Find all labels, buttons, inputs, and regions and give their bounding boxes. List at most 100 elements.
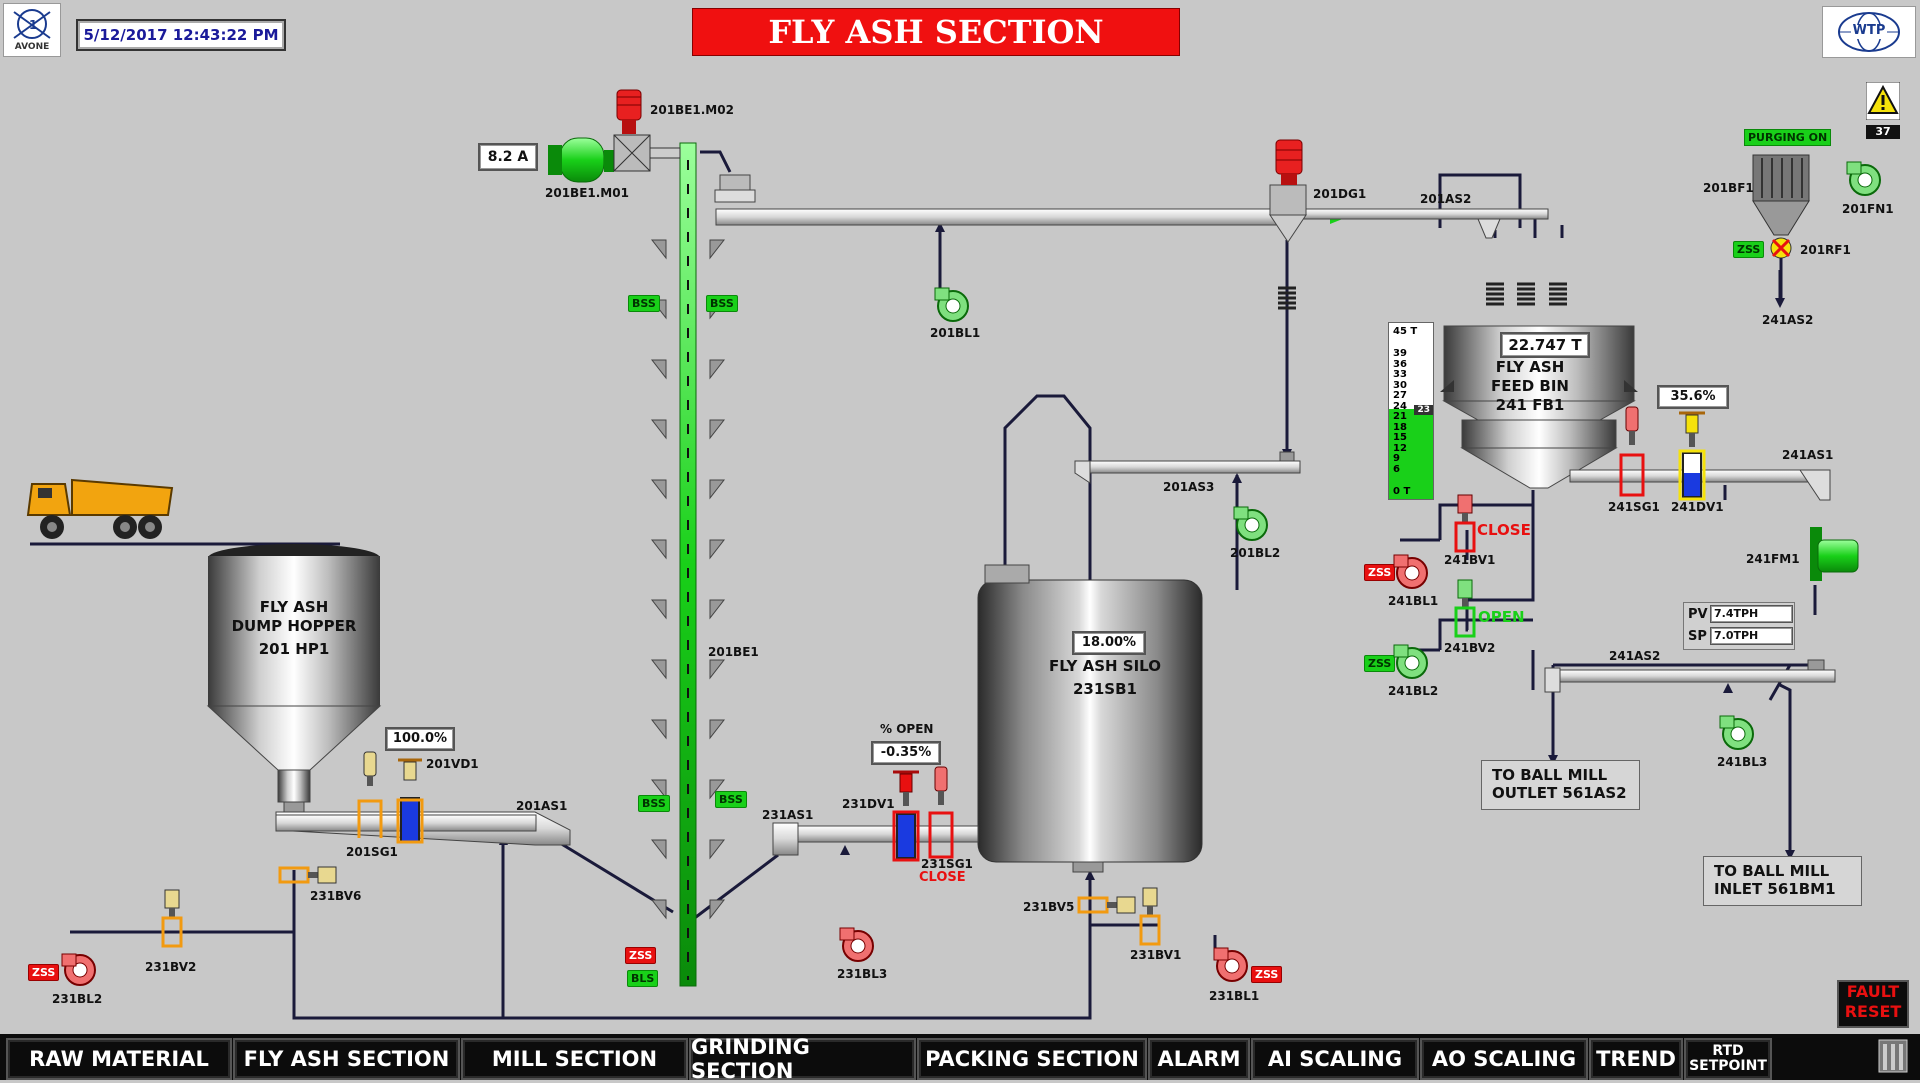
bl2-231-label: 231BL2 bbox=[52, 992, 103, 1006]
elevator-bucket bbox=[650, 839, 667, 860]
bl2-label: 201BL2 bbox=[1230, 546, 1281, 560]
bl2-241-blower-icon[interactable] bbox=[1392, 643, 1432, 683]
be-m01-label: 201BE1.M01 bbox=[545, 186, 629, 200]
pv-sp-panel: PV 7.4TPH SP 7.0TPH bbox=[1683, 602, 1795, 650]
silo-level-display: 18.00% bbox=[1072, 631, 1146, 655]
nav-packing-section[interactable]: PACKING SECTION bbox=[917, 1038, 1147, 1080]
purging-text: PURGING ON bbox=[1748, 131, 1828, 144]
feed-bin-line3: 241 FB1 bbox=[1495, 396, 1565, 414]
bl3-231-blower-icon[interactable] bbox=[838, 926, 878, 966]
as1-241-label: 241AS1 bbox=[1782, 448, 1834, 462]
zss-tag-bl2-231: ZSS bbox=[28, 964, 60, 981]
nav-grinding-section[interactable]: GRINDING SECTION bbox=[689, 1035, 916, 1083]
fm1-241-label: 241FM1 bbox=[1746, 552, 1800, 566]
dv1-231-open-value: -0.35% bbox=[880, 745, 932, 760]
sg1-231-gate-icon[interactable] bbox=[926, 763, 956, 863]
fly-ash-silo-vessel bbox=[977, 564, 1203, 873]
bv2-241-label: 241BV2 bbox=[1444, 641, 1496, 655]
bl2-blower-icon[interactable] bbox=[1232, 505, 1272, 545]
sp-display[interactable]: 7.0TPH bbox=[1710, 627, 1793, 645]
elevator-bucket bbox=[650, 239, 667, 260]
elevator-bucket bbox=[709, 359, 726, 380]
sp-label: SP bbox=[1688, 629, 1707, 644]
bv1-241-valve-icon[interactable] bbox=[1453, 493, 1477, 555]
be-current-display: 8.2 A bbox=[478, 143, 538, 171]
dump-hopper-line3: 201 HP1 bbox=[258, 640, 330, 658]
dump-hopper-label: FLY ASH DUMP HOPPER 201 HP1 bbox=[224, 598, 364, 659]
elevator-bucket bbox=[709, 239, 726, 260]
be-m02-label: 201BE1.M02 bbox=[650, 103, 734, 117]
sg1-241-label: 241SG1 bbox=[1608, 500, 1660, 514]
nav-mill-section[interactable]: MILL SECTION bbox=[461, 1038, 688, 1080]
elevator-bucket bbox=[650, 779, 667, 800]
be-current-value: 8.2 A bbox=[487, 149, 529, 165]
bl1-231-blower-icon[interactable] bbox=[1212, 946, 1252, 986]
elevator-bucket bbox=[650, 359, 667, 380]
dump-hopper-vessel bbox=[206, 544, 382, 813]
rf1-label: 201RF1 bbox=[1800, 243, 1851, 257]
outlet-line2: OUTLET 561AS2 bbox=[1492, 784, 1627, 802]
bin-scale-tick: 30 bbox=[1393, 379, 1407, 391]
conveyor-201as3 bbox=[1074, 451, 1301, 484]
as3-label: 201AS3 bbox=[1163, 480, 1215, 494]
silo-label-line1: FLY ASH SILO bbox=[1049, 657, 1161, 675]
sg1-gate-icon[interactable] bbox=[355, 748, 385, 838]
bv1-231-valve-icon[interactable] bbox=[1138, 886, 1162, 948]
nav-raw-material[interactable]: RAW MATERIAL bbox=[6, 1038, 232, 1080]
bl1-241-blower-icon[interactable] bbox=[1392, 553, 1432, 593]
zss-tag-bl1-241: ZSS bbox=[1364, 564, 1396, 581]
inlet-line2: INLET 561BM1 bbox=[1714, 880, 1836, 898]
bin-scale-tick: 39 bbox=[1393, 348, 1407, 359]
dv1-231-valve-icon[interactable] bbox=[890, 762, 922, 872]
alarm-indicator[interactable]: 37 bbox=[1865, 81, 1901, 139]
as2-label: 201AS2 bbox=[1420, 192, 1472, 206]
bin-scale-tick: 9 bbox=[1393, 453, 1400, 464]
dump-hopper-line1: FLY ASH bbox=[259, 598, 329, 616]
nav-alarm[interactable]: ALARM bbox=[1148, 1038, 1250, 1080]
bl3-241-blower-icon[interactable] bbox=[1718, 714, 1758, 754]
feed-bin-line1: FLY ASH bbox=[1495, 358, 1565, 376]
bss-tag-3: BSS bbox=[638, 795, 670, 812]
avone-logo: 1 AVONE bbox=[3, 3, 61, 57]
bls-tag-be: BLS bbox=[627, 970, 659, 987]
bl2-241-label: 241BL2 bbox=[1388, 684, 1439, 698]
nav-ao-scaling[interactable]: AO SCALING bbox=[1420, 1038, 1588, 1080]
pct-open-label: % OPEN bbox=[880, 722, 934, 736]
bl2-231-blower-icon[interactable] bbox=[58, 950, 98, 990]
nav-trend[interactable]: TREND bbox=[1589, 1038, 1683, 1080]
sg1-231-state: CLOSE bbox=[919, 870, 966, 885]
elevator-bucket bbox=[709, 599, 726, 620]
bv1-241-label: 241BV1 bbox=[1444, 553, 1496, 567]
bl1-blower-icon[interactable] bbox=[933, 286, 973, 326]
elevator-bucket bbox=[709, 839, 726, 860]
dv1-231-open-display: -0.35% bbox=[871, 741, 941, 765]
dump-hopper-line2: DUMP HOPPER bbox=[231, 617, 357, 635]
nav-ai-scaling[interactable]: AI SCALING bbox=[1251, 1038, 1419, 1080]
bv2-241-valve-icon[interactable] bbox=[1453, 578, 1477, 640]
vd1-valve-icon[interactable] bbox=[395, 752, 425, 852]
sp-value: 7.0TPH bbox=[1714, 629, 1759, 642]
fault-reset-button[interactable]: FAULT RESET bbox=[1837, 980, 1909, 1028]
elevator-bucket bbox=[709, 419, 726, 440]
nav-rtd-setpoint[interactable]: RTD SETPOINT bbox=[1684, 1038, 1772, 1080]
nav-fly-ash-section[interactable]: FLY ASH SECTION bbox=[233, 1038, 460, 1080]
bv5-231-label: 231BV5 bbox=[1023, 900, 1075, 914]
bv5-231-valve-icon[interactable] bbox=[1077, 894, 1139, 918]
elevator-bucket bbox=[709, 899, 726, 920]
to-ball-mill-outlet: TO BALL MILL OUTLET 561AS2 bbox=[1481, 760, 1640, 810]
bv6-valve-icon[interactable] bbox=[278, 864, 340, 888]
dv1-241-valve-icon[interactable] bbox=[1676, 405, 1708, 505]
sg1-241-gate-icon[interactable] bbox=[1617, 403, 1647, 498]
feed-bin-label: FLY ASH FEED BIN 241 FB1 bbox=[1480, 358, 1580, 415]
silo-label: FLY ASH SILO 231SB1 bbox=[1030, 657, 1180, 699]
sg1-label: 201SG1 bbox=[346, 845, 398, 859]
bv2-231-valve-icon[interactable] bbox=[160, 888, 184, 950]
elevator-bucket bbox=[709, 539, 726, 560]
datetime-display: 5/12/2017 12:43:22 PM bbox=[76, 19, 286, 51]
bin-scale-tick: 12 bbox=[1393, 442, 1407, 454]
bin-scale-tick: 18 bbox=[1393, 421, 1407, 433]
fn1-fan-icon[interactable] bbox=[1845, 160, 1885, 200]
exit-door-button[interactable] bbox=[1873, 1036, 1915, 1076]
wtp-logo-text: WTP bbox=[1852, 23, 1886, 38]
bv1-241-state: CLOSE bbox=[1477, 521, 1531, 539]
